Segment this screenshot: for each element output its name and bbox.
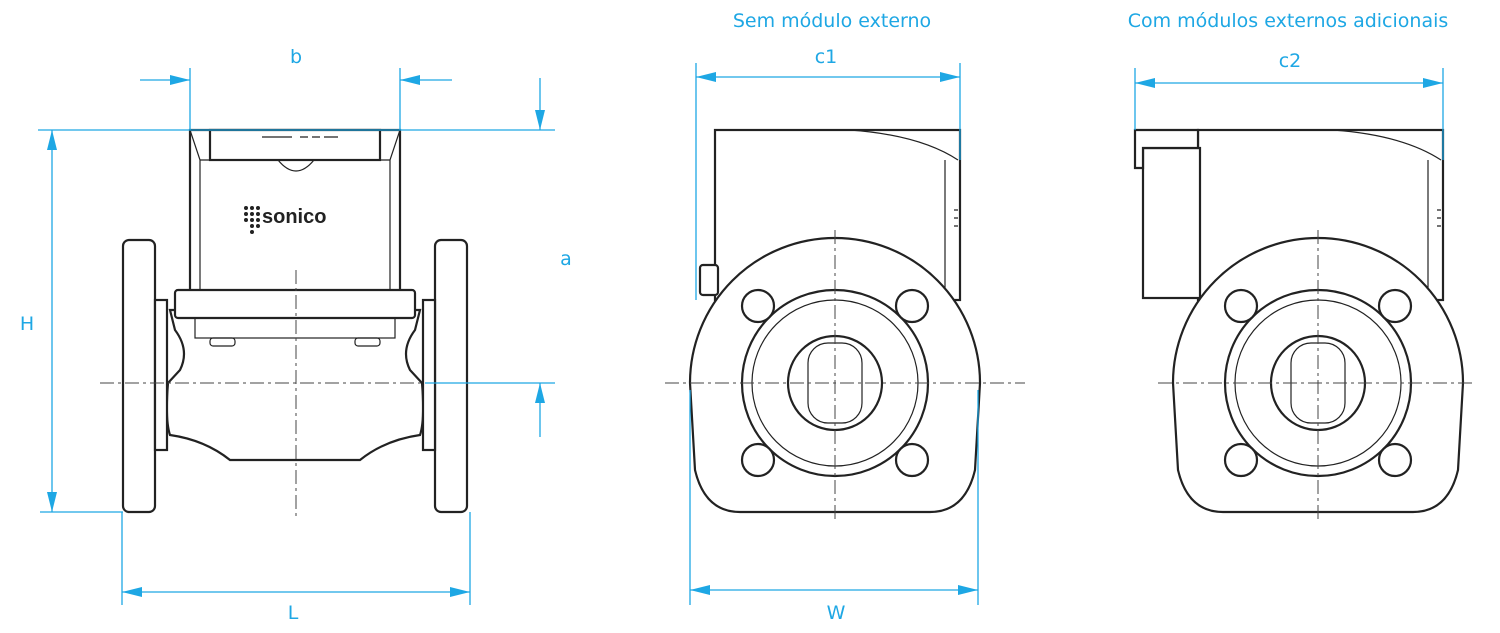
sonico-logo-dots bbox=[244, 206, 260, 234]
side-view-without-module bbox=[665, 128, 1025, 520]
side-view-with-modules bbox=[1133, 128, 1475, 520]
dimension-b-label: b bbox=[289, 46, 303, 68]
dimension-c2-label: c2 bbox=[1278, 50, 1302, 72]
side-view-dimensions bbox=[689, 63, 979, 605]
title-without-module: Sem módulo externo bbox=[732, 10, 932, 32]
dimension-a-label: a bbox=[560, 248, 572, 270]
title-with-modules: Com módulos externos adicionais bbox=[1127, 10, 1449, 32]
front-view-dimensions bbox=[38, 68, 555, 605]
dimension-H-label: H bbox=[19, 313, 35, 335]
dimension-L-label: L bbox=[287, 602, 299, 624]
front-view-pump bbox=[100, 128, 520, 520]
side-view-2-dimensions bbox=[1134, 68, 1444, 160]
sonico-logo: sonico bbox=[262, 206, 327, 228]
dimension-c1-label: c1 bbox=[814, 46, 838, 68]
dimension-W-label: W bbox=[826, 602, 846, 624]
